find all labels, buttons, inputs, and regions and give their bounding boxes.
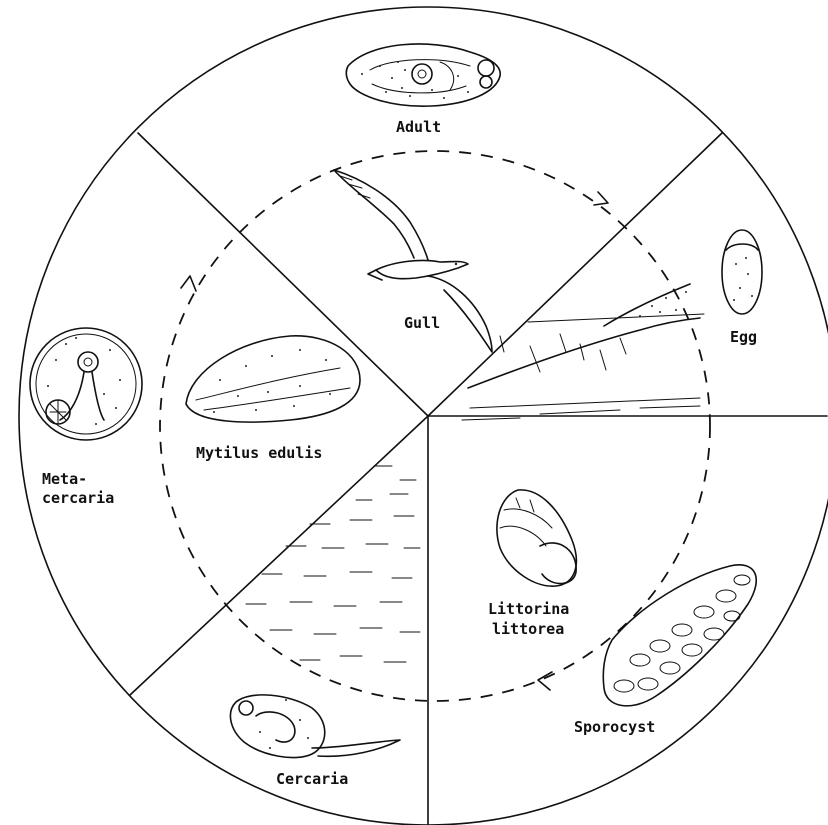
shore-scene-drawing (462, 284, 704, 420)
metacercaria-label-line2: cercaria (42, 489, 114, 507)
snail-label-line2: littorea (492, 620, 564, 638)
snail-label-line1: Littorina (488, 600, 569, 618)
cycle-arrow-top-right-icon (594, 192, 608, 205)
mussel-drawing (186, 336, 360, 422)
metacercaria-label-line1: Meta- (42, 470, 87, 488)
sporocyst-label: Sporocyst (574, 718, 655, 736)
egg-label: Egg (730, 328, 757, 346)
gull-label: Gull (404, 314, 440, 332)
mussel-label: Mytilus edulis (196, 444, 322, 462)
cycle-arrow-left-icon (181, 276, 196, 291)
water-dashes (246, 466, 420, 662)
cycle-arrow-bottom-icon (538, 672, 552, 690)
adult-label: Adult (396, 118, 441, 136)
adult-fluke-drawing (346, 44, 500, 106)
cycle-dashed-circle (160, 151, 710, 701)
cercaria-drawing (230, 695, 400, 758)
sector-dividers (130, 133, 827, 825)
egg-drawing (722, 230, 762, 314)
metacercaria-drawing (30, 328, 142, 440)
snail-drawing (497, 490, 576, 586)
sporocyst-drawing (603, 565, 756, 706)
cercaria-label: Cercaria (276, 770, 348, 788)
